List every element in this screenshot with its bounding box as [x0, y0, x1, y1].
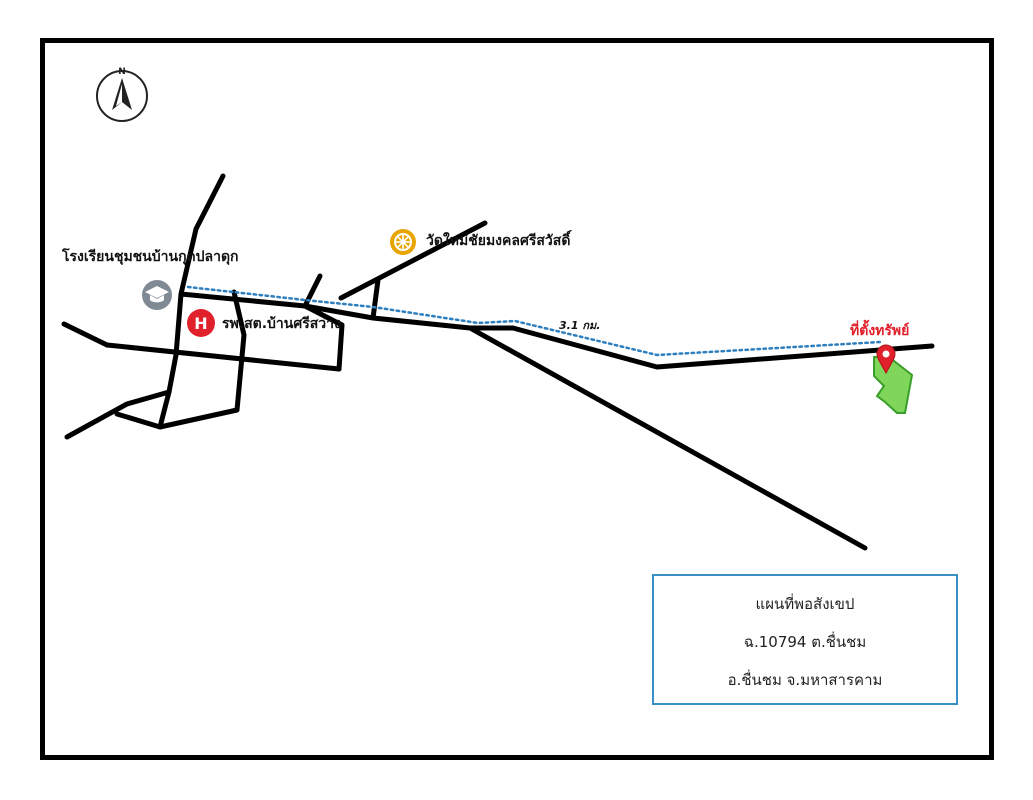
- location-pin-icon: [876, 344, 896, 375]
- road-southwest: [64, 389, 172, 440]
- map-legend-box: แผนที่พอสังเขป ฉ.10794 ต.ชื่นชม อ.ชื่นชม…: [652, 574, 958, 705]
- graduation-cap-icon: [142, 280, 172, 310]
- route-dotted-line: [186, 285, 882, 357]
- hospital-icon-letter: H: [194, 314, 207, 333]
- road-loop: [114, 289, 247, 430]
- road-southeast: [467, 325, 868, 551]
- property-parcel: [873, 356, 914, 414]
- distance-label: 3.1 กม.: [559, 319, 601, 332]
- property-label: ที่ตั้งทรัพย์: [850, 323, 910, 339]
- road-north-spur: [157, 173, 226, 430]
- legend-title: แผนที่พอสังเขป: [755, 595, 855, 613]
- road-west-spur: [61, 321, 110, 348]
- road-network: [61, 173, 935, 551]
- dharma-wheel-icon: [390, 229, 416, 255]
- road-west-main: [104, 342, 342, 372]
- school-label: โรงเรียนชุมชนบ้านกุดปลาดุก: [62, 249, 239, 265]
- north-arrow-icon: N: [96, 67, 148, 122]
- road-center-loop: [302, 303, 345, 372]
- compass-north-letter: N: [118, 67, 126, 77]
- hospital-h-icon: H: [187, 309, 215, 337]
- temple-label: วัดใหม่ชัยมงคลศรีสวัสดิ์: [426, 233, 571, 249]
- legend-location-line: อ.ชื่นชม จ.มหาสารคาม: [727, 671, 883, 689]
- legend-deed-line: ฉ.10794 ต.ชื่นชม: [743, 633, 867, 651]
- hospital-label: รพ.สต.บ้านศรีสว่าง: [222, 316, 341, 332]
- road-temple: [338, 220, 488, 301]
- road-temple-link-2: [370, 277, 381, 321]
